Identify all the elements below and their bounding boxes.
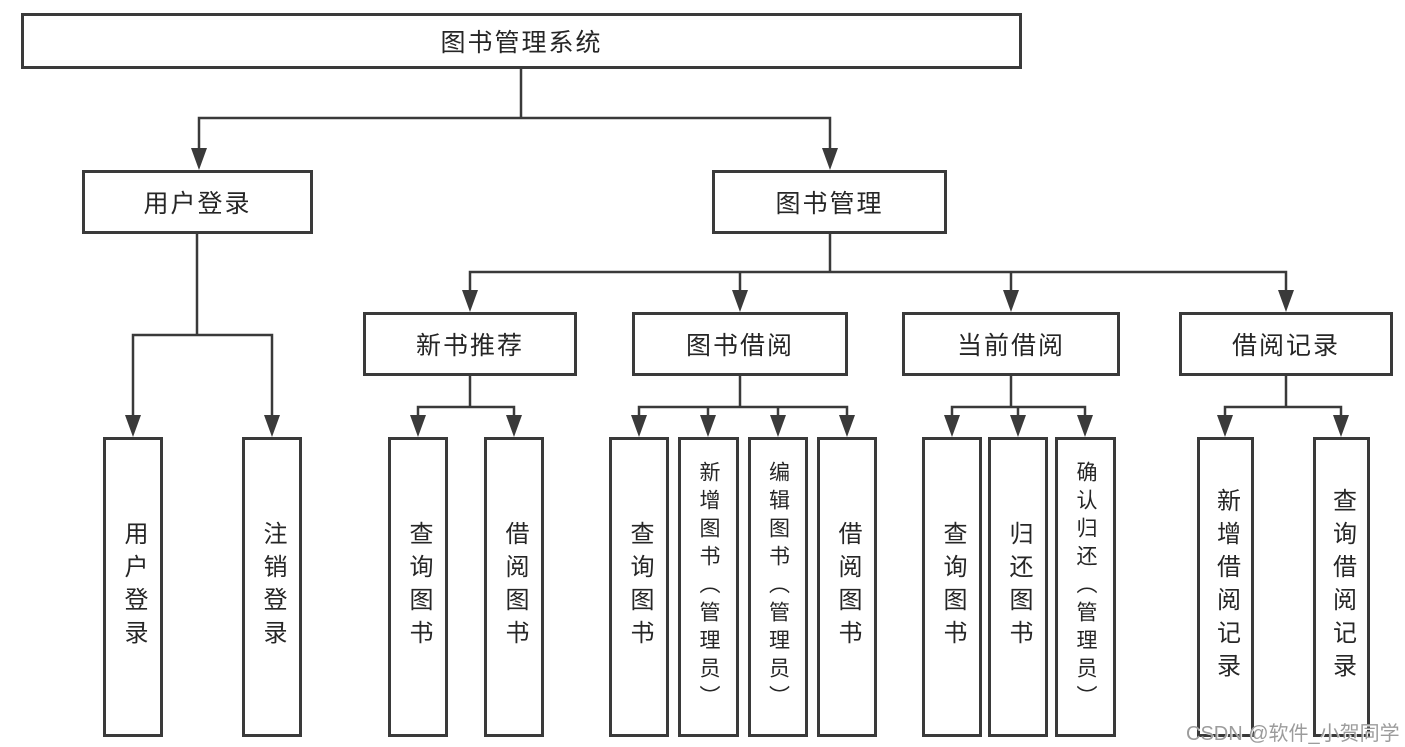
leaf-current-query-books-label: 查询图书 <box>939 521 966 653</box>
csdn-watermark: CSDN @软件_小贺同学 <box>1186 723 1400 745</box>
connector-book-management-to-level3 <box>462 232 1294 312</box>
leaf-edit-book-admin-label: 编辑图书（管理员） <box>766 461 790 713</box>
leaf-logout-label: 注销登录 <box>259 521 286 653</box>
node-book-borrow-label: 图书借阅 <box>685 332 794 360</box>
leaf-borrow-books-label: 借阅图书 <box>834 521 861 653</box>
leaf-add-book-admin: 新增图书（管理员） <box>678 437 739 737</box>
connector-borrow-records-to-children <box>1217 374 1349 437</box>
node-book-management-label: 图书管理 <box>775 190 884 218</box>
leaf-add-borrow-record-label: 新增借阅记录 <box>1212 488 1240 686</box>
node-new-book-recommend-label: 新书推荐 <box>415 332 524 360</box>
leaf-recommend-borrow-books: 借阅图书 <box>484 437 544 737</box>
leaf-confirm-return-admin: 确认归还（管理员） <box>1055 437 1116 737</box>
leaf-current-query-books: 查询图书 <box>922 437 982 737</box>
leaf-recommend-borrow-books-label: 借阅图书 <box>501 521 528 653</box>
node-current-borrow-label: 当前借阅 <box>956 332 1065 360</box>
node-borrow-records: 借阅记录 <box>1179 312 1393 376</box>
node-system-label: 图书管理系统 <box>440 29 603 57</box>
leaf-query-borrow-record-label: 查询借阅记录 <box>1328 488 1356 686</box>
leaf-borrow-query-books: 查询图书 <box>609 437 669 737</box>
leaf-recommend-query-books-label: 查询图书 <box>405 521 432 653</box>
connector-user-login-to-children <box>125 232 280 437</box>
leaf-return-book: 归还图书 <box>988 437 1048 737</box>
node-borrow-records-label: 借阅记录 <box>1231 332 1340 360</box>
node-user-login: 用户登录 <box>82 170 313 234</box>
leaf-add-borrow-record: 新增借阅记录 <box>1197 437 1254 737</box>
leaf-borrow-query-books-label: 查询图书 <box>626 521 653 653</box>
leaf-add-book-admin-label: 新增图书（管理员） <box>697 461 720 713</box>
connector-root-to-level2 <box>191 67 838 170</box>
leaf-query-borrow-record: 查询借阅记录 <box>1313 437 1370 737</box>
connector-current-borrow-to-children <box>944 374 1093 437</box>
node-current-borrow: 当前借阅 <box>902 312 1120 376</box>
leaf-user-login: 用户登录 <box>103 437 163 737</box>
node-book-borrow: 图书借阅 <box>632 312 848 376</box>
leaf-recommend-query-books: 查询图书 <box>388 437 448 737</box>
leaf-edit-book-admin: 编辑图书（管理员） <box>748 437 808 737</box>
leaf-user-login-label: 用户登录 <box>120 521 147 653</box>
node-system: 图书管理系统 <box>21 13 1022 69</box>
connector-new-book-recommend-to-children <box>410 374 522 437</box>
leaf-return-book-label: 归还图书 <box>1005 521 1032 653</box>
leaf-confirm-return-admin-label: 确认归还（管理员） <box>1074 461 1097 713</box>
connector-book-borrow-to-children <box>631 374 855 437</box>
node-new-book-recommend: 新书推荐 <box>363 312 577 376</box>
leaf-borrow-books: 借阅图书 <box>817 437 877 737</box>
node-book-management: 图书管理 <box>712 170 947 234</box>
node-user-login-label: 用户登录 <box>143 190 252 218</box>
leaf-logout: 注销登录 <box>242 437 302 737</box>
